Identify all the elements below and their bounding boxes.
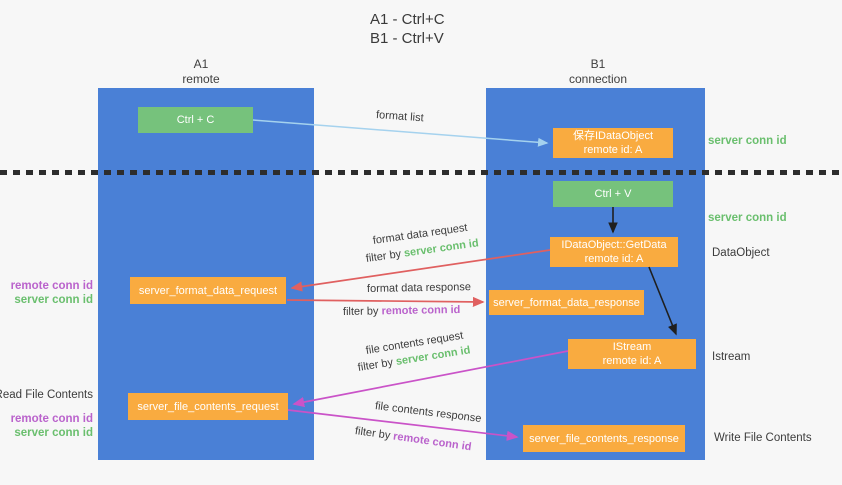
node-server-file-contents-response: server_file_contents_response: [523, 425, 685, 452]
label-server-conn-id-1: server conn id: [14, 294, 93, 306]
label-istream: Istream: [712, 351, 751, 363]
filter-by-text-3: filter by: [356, 356, 394, 374]
node-server-format-data-request: server_format_data_request: [130, 277, 286, 304]
node-server-file-contents-response-label: server_file_contents_response: [529, 432, 679, 445]
label-filter-format-response: filter by remote conn id: [343, 304, 461, 319]
node-save-dataobject-line1: 保存IDataObject: [572, 130, 654, 142]
label-dataobject: DataObject: [712, 247, 770, 259]
right-lane-role: connection: [568, 72, 628, 86]
right-lane-name: B1: [590, 57, 606, 71]
node-save-dataobject-line2: remote id: A: [583, 144, 643, 156]
node-server-format-data-response: server_format_data_response: [489, 290, 644, 315]
label-filter-file-response: filter by remote conn id: [354, 425, 472, 454]
node-server-format-data-request-label: server_format_data_request: [138, 284, 278, 297]
left-lane-name: A1: [193, 57, 209, 71]
diagram-title: A1 - Ctrl+C B1 - Ctrl+V: [370, 10, 445, 48]
filter-by-text-2: filter by: [342, 305, 379, 318]
right-lane-header: B1 connection: [548, 57, 648, 87]
title-line-1: A1 - Ctrl+C: [370, 11, 445, 28]
node-getdata-line2: remote id: A: [584, 253, 644, 265]
node-getdata-line1: IDataObject::GetData: [561, 239, 667, 251]
format-data-response-arrow: [286, 296, 485, 307]
node-getdata: IDataObject::GetData remote id: A: [550, 237, 678, 267]
phase-separator-line: [0, 170, 842, 175]
filter-by-text-4: filter by: [354, 425, 392, 442]
label-server-conn-id-2: server conn id: [14, 427, 93, 439]
label-read-file-contents: Read File Contents: [0, 389, 93, 401]
label-remote-conn-id-1: remote conn id: [10, 280, 93, 292]
node-istream: IStream remote id: A: [568, 339, 696, 369]
label-remote-conn-id-2: remote conn id: [10, 413, 93, 425]
title-line-2: B1 - Ctrl+V: [370, 30, 444, 47]
node-ctrl-c: Ctrl + C: [138, 107, 253, 133]
label-write-file-contents: Write File Contents: [714, 432, 812, 444]
node-server-file-contents-request: server_file_contents_request: [128, 393, 288, 420]
node-save-dataobject: 保存IDataObject remote id: A: [553, 128, 673, 158]
label-server-conn-id-top: server conn id: [708, 135, 787, 147]
label-server-conn-id-mid: server conn id: [708, 212, 787, 224]
label-format-list: format list: [375, 109, 425, 125]
filter-by-text-1: filter by: [365, 248, 402, 265]
node-ctrl-v: Ctrl + V: [553, 181, 673, 207]
left-lane-header: A1 remote: [151, 57, 251, 87]
left-lane-role: remote: [182, 72, 220, 86]
label-file-contents-response: file contents response: [374, 400, 483, 426]
node-ctrl-v-label: Ctrl + V: [594, 188, 632, 200]
label-format-data-response: format data response: [366, 281, 472, 295]
node-istream-line2: remote id: A: [602, 355, 662, 367]
node-server-format-data-response-label: server_format_data_response: [493, 296, 640, 309]
filter-remote-conn-id-1: remote conn id: [381, 303, 461, 318]
node-istream-line1: IStream: [612, 341, 652, 353]
node-ctrl-c-label: Ctrl + C: [176, 114, 215, 126]
node-server-file-contents-request-label: server_file_contents_request: [137, 400, 279, 413]
filter-remote-conn-id-2: remote conn id: [392, 430, 473, 454]
